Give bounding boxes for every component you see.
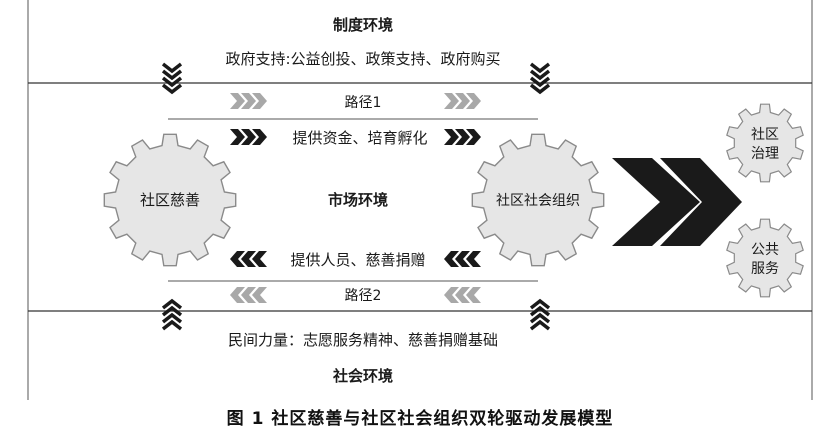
- gear-community-social-org: 社区社会组织: [471, 133, 605, 267]
- path1-label: 路径1: [345, 95, 382, 111]
- social-env-title: 社会环境: [332, 367, 393, 385]
- flow-bottom-left-arrows-left-icon: [230, 251, 267, 267]
- gear-right-label: 社区社会组织: [496, 193, 580, 209]
- gear-community-governance: 社区 治理: [726, 103, 804, 183]
- gear-service-line1: 公共: [751, 242, 779, 258]
- top-right-down-chevrons-icon: [529, 62, 551, 95]
- institution-env-title: 制度环境: [333, 16, 393, 34]
- gear-governance-line1: 社区: [751, 127, 779, 143]
- flow-top-label: 提供资金、培育孵化: [292, 129, 427, 147]
- path2-left-arrows-right-icon: [444, 287, 481, 303]
- social-env-subtitle: 民间力量：志愿服务精神、慈善捐赠基础: [228, 331, 498, 349]
- big-chevron-arrow-icon: [612, 158, 742, 246]
- path2-label: 路径2: [345, 288, 382, 304]
- bottom-right-up-chevrons-icon: [529, 298, 551, 331]
- path1-right-arrows-right-icon: [444, 93, 481, 109]
- bottom-left-up-chevrons-icon: [161, 298, 183, 331]
- gear-governance-line2: 治理: [751, 146, 779, 162]
- flow-top-right-arrows-right-icon: [444, 129, 481, 145]
- top-left-down-chevrons-icon: [161, 62, 183, 95]
- path1-right-arrows-left-icon: [230, 93, 267, 109]
- market-env-label: 市场环境: [328, 191, 388, 209]
- gear-community-charity: 社区慈善: [103, 133, 237, 267]
- gear-service-line2: 服务: [751, 261, 779, 277]
- flow-bottom-left-arrows-right-icon: [444, 251, 481, 267]
- path2-left-arrows-left-icon: [230, 287, 267, 303]
- institution-env-subtitle: 政府支持:公益创投、政策支持、政府购买: [225, 50, 500, 68]
- gear-left-label: 社区慈善: [140, 191, 200, 209]
- flow-top-right-arrows-left-icon: [230, 129, 267, 145]
- figure-caption: 图 1 社区慈善与社区社会组织双轮驱动发展模型: [226, 409, 614, 429]
- model-diagram: 社区慈善 社区社会组织 社区 治理 公共 服务: [27, 0, 813, 400]
- flow-bottom-label: 提供人员、慈善捐赠: [290, 251, 425, 269]
- gear-public-service: 公共 服务: [726, 218, 804, 298]
